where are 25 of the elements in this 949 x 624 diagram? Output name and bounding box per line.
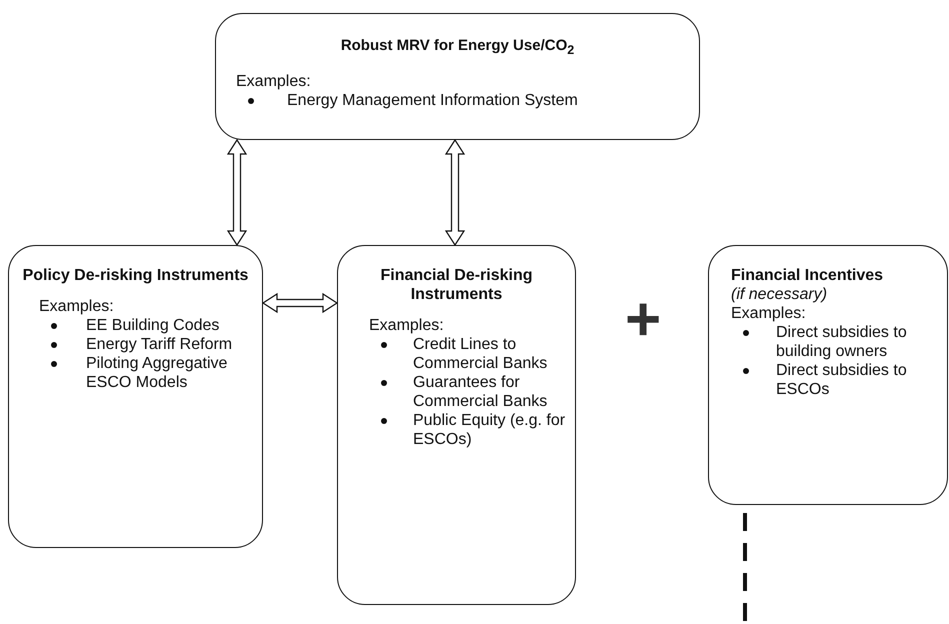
rounded-box	[8, 245, 263, 548]
box-heading: Robust MRV for Energy Use/CO$_{2}$	[340, 36, 576, 59]
examples-label: Examples:	[236, 72, 312, 91]
double-arrow	[262, 292, 338, 314]
examples-label: Examples:	[731, 304, 807, 323]
rounded-box	[337, 245, 576, 605]
examples-label: Examples:	[39, 297, 115, 316]
plus-sign: +	[625, 290, 662, 350]
rounded-box	[215, 13, 700, 140]
list-item: Guarantees for Commercial Banks	[413, 374, 548, 410]
box-heading: Financial Incentives (if necessary)	[730, 266, 884, 304]
list-item: Piloting Aggregative ESCO Models	[86, 355, 228, 391]
rounded-box	[708, 245, 948, 505]
box-heading: Financial De-risking Instruments	[379, 266, 534, 304]
list-item: EE Building Codes	[86, 317, 220, 334]
list-item: Energy Management Information System	[287, 92, 578, 109]
double-arrow	[444, 138, 466, 246]
list-item: Public Equity (e.g. for ESCOs)	[413, 412, 566, 448]
list-item: Credit Lines to Commercial Banks	[413, 336, 548, 372]
list-item: Direct subsidies to building owners	[776, 324, 907, 360]
list-item: Energy Tariff Reform	[86, 336, 232, 353]
examples-label: Examples:	[369, 316, 445, 335]
double-arrow	[226, 138, 248, 246]
box-heading: Policy De-risking Instruments	[22, 266, 250, 285]
list-item: Direct subsidies to ESCOs	[776, 362, 907, 398]
